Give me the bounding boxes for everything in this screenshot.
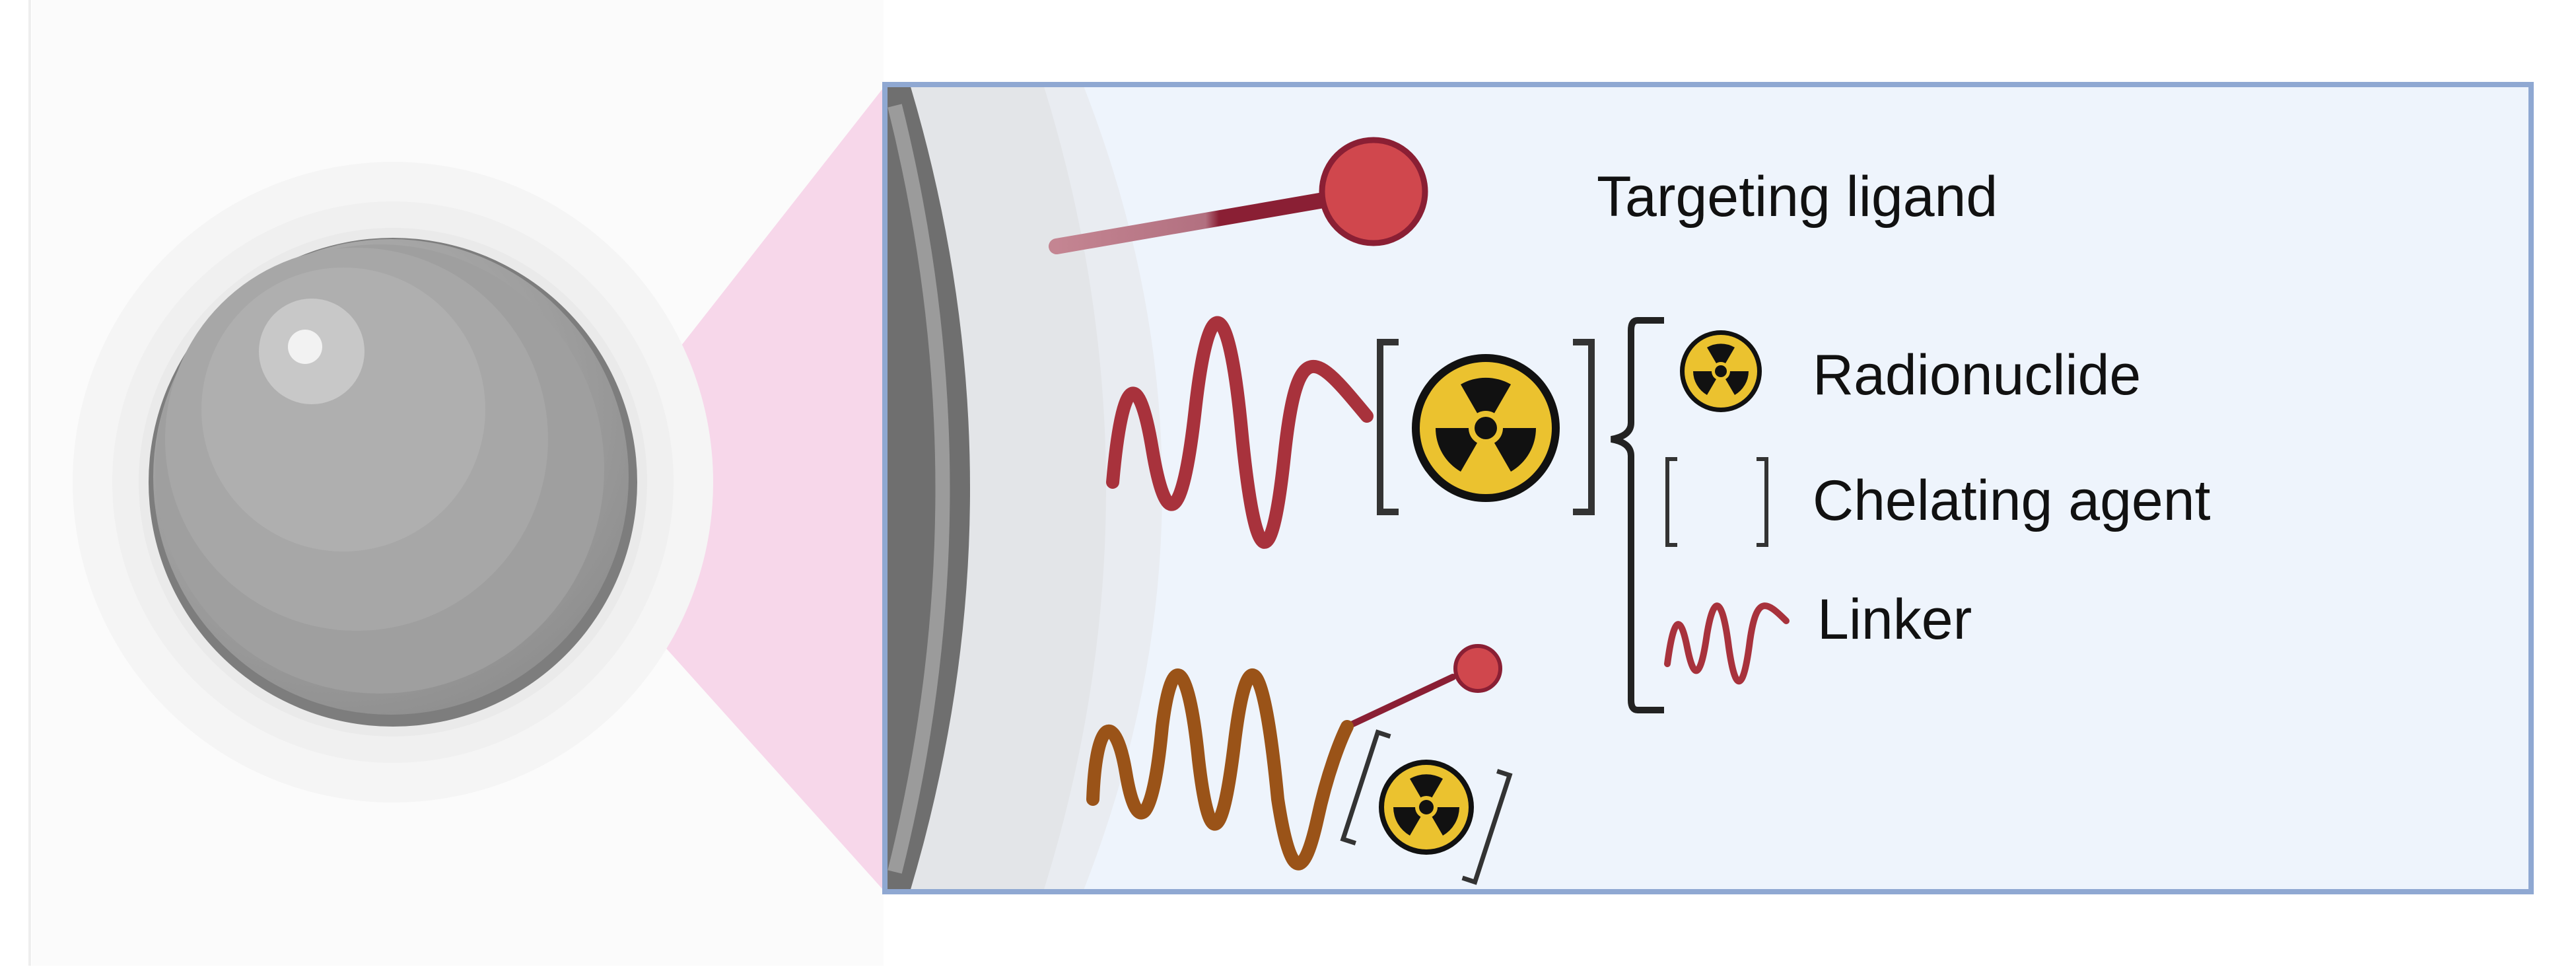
brown-linker-wave-icon: [1086, 668, 1354, 871]
bracket-icon: [1377, 339, 1595, 515]
zoom-cone: [621, 86, 885, 892]
zoom-panel-border: [882, 82, 2534, 894]
ligand-stick-icon: [1049, 137, 1428, 254]
legend-linker-icon: [1664, 602, 1790, 685]
radiation-trefoil-icon: [1412, 354, 1560, 502]
label-chelating-agent: Chelating agent: [1813, 469, 2211, 532]
label-targeting-ligand: Targeting ligand: [1597, 165, 1998, 229]
legend-bracket-icon: [1665, 457, 1768, 547]
wave-linker-icon: [1106, 316, 1374, 549]
nanoparticle-sphere: [73, 162, 713, 803]
small-radiation-trefoil-icon: [1379, 760, 1474, 855]
brace-icon: [1611, 317, 1664, 713]
small-ligand-stick-icon: [1344, 644, 1502, 730]
legend-radiation-icon: [1680, 330, 1762, 412]
membrane-edge: [885, 85, 970, 892]
small-bracket-icon: [1340, 729, 1513, 885]
membrane-highlight: [888, 104, 950, 874]
label-radionuclide: Radionuclide: [1813, 343, 2141, 407]
label-linker: Linker: [1817, 588, 1972, 651]
